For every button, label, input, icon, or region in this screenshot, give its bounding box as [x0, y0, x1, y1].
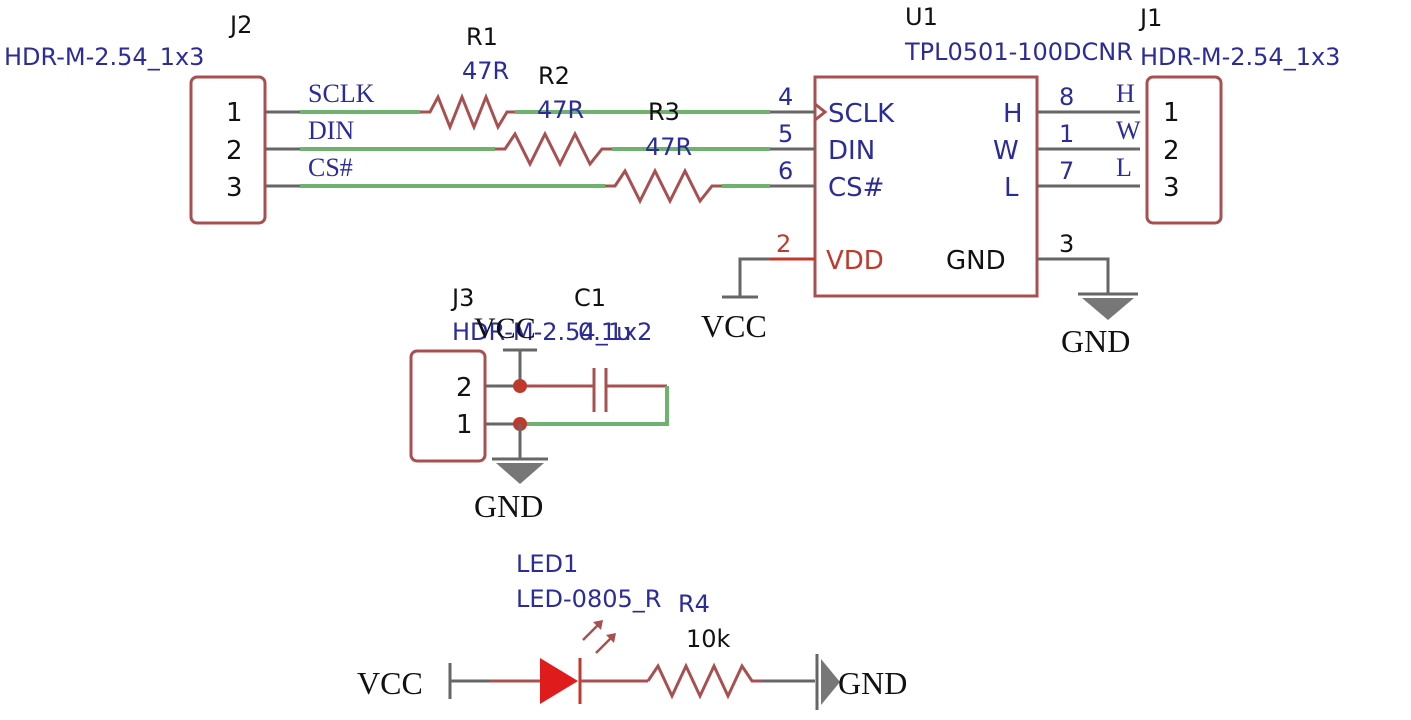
vcc-u1-wire — [738, 257, 770, 297]
j1-value: HDR-M-2.54_1x3 — [1140, 43, 1340, 71]
j3-ref: J3 — [450, 284, 474, 312]
vcc-led-label: VCC — [357, 665, 423, 701]
u1-pin-din-name: DIN — [828, 136, 875, 166]
u1-pin-2-num: 2 — [776, 230, 791, 258]
gnd-u1-triangle — [1082, 298, 1134, 320]
r1-value: 47R — [462, 57, 509, 85]
led1-value: LED-0805_R — [516, 585, 661, 613]
u1-pin-3-num: 3 — [1059, 230, 1074, 258]
u1-vdd-name: VDD — [826, 246, 884, 276]
j2-ref: J2 — [228, 11, 252, 39]
j1-body — [1145, 75, 1223, 225]
led1-ref: LED1 — [516, 550, 578, 578]
gnd-j3-triangle — [496, 463, 544, 484]
led-led1[interactable]: LED1 LED-0805_R — [516, 550, 661, 704]
net-label-sclk: SCLK — [308, 79, 375, 108]
u1-pin-7-num: 7 — [1059, 157, 1074, 185]
u1-pin-4-num: 4 — [778, 83, 793, 111]
j1-pin-2: 2 — [1163, 136, 1180, 166]
r2-ref: R2 — [538, 62, 570, 90]
net-label-w: W — [1116, 116, 1141, 145]
gnd-u1-label: GND — [1061, 323, 1130, 359]
resistor-r1[interactable]: R1 47R — [420, 23, 515, 132]
led1-arrow-head-2 — [606, 633, 616, 643]
j2-pin-2: 2 — [226, 136, 243, 166]
j1-pin-3: 3 — [1163, 173, 1180, 203]
j2-pin-3: 3 — [226, 173, 243, 203]
ic-u1[interactable]: U1 TPL0501-100DCNR 4 5 6 SCLK DIN CS# H … — [770, 3, 1140, 298]
vcc-j3-label: VCC — [474, 312, 536, 345]
j3-pin-2: 2 — [456, 373, 473, 403]
r2-symbol — [495, 130, 612, 168]
wire-c1-gnd[interactable] — [520, 386, 669, 426]
net-label-cs: CS# — [308, 153, 353, 182]
resistor-r3[interactable]: R3 47R — [605, 98, 722, 205]
u1-pin-sclk-name: SCLK — [828, 99, 895, 129]
vcc-symbol-u1: VCC — [701, 257, 770, 344]
led1-arrow-head-1 — [593, 620, 603, 630]
u1-pin-h-name: H — [1003, 99, 1023, 129]
u1-value: TPL0501-100DCNR — [904, 38, 1133, 66]
r3-value: 47R — [645, 133, 692, 161]
net-label-din: DIN — [308, 116, 354, 145]
j1-pin-1: 1 — [1163, 98, 1180, 128]
c1-value: 0.1u — [578, 318, 631, 346]
gnd-led-triangle — [821, 659, 840, 705]
junction-vcc — [513, 379, 527, 393]
capacitor-c1[interactable]: C1 0.1u — [520, 284, 667, 412]
connector-j3[interactable]: J3 HDR-M-2.54_1x2 2 1 — [409, 284, 652, 463]
r3-ref: R3 — [648, 98, 680, 126]
vcc-symbol-j3: VCC — [474, 312, 537, 386]
r3-symbol — [605, 167, 722, 205]
j3-value: HDR-M-2.54_1x2 — [452, 318, 652, 346]
net-label-l: L — [1116, 153, 1132, 182]
r1-ref: R1 — [466, 23, 498, 51]
u1-pin-1-num: 1 — [1059, 120, 1074, 148]
r4-value: 10k — [686, 625, 731, 653]
u1-pin-5-num: 5 — [778, 120, 793, 148]
u1-pin-w-name: W — [993, 136, 1019, 166]
u1-pin-6-num: 6 — [778, 157, 793, 185]
connector-j1[interactable]: J1 HDR-M-2.54_1x3 1 2 3 — [1138, 4, 1340, 225]
gnd-led-label: GND — [838, 665, 907, 701]
connector-j2[interactable]: J2 HDR-M-2.54_1x3 1 2 3 — [4, 11, 267, 225]
vcc-u1-label: VCC — [701, 308, 767, 344]
r1-symbol — [420, 92, 515, 132]
gnd-j3-label: GND — [474, 488, 543, 524]
net-label-h: H — [1116, 79, 1135, 108]
r4-ref: R4 — [678, 590, 710, 618]
r2-value: 47R — [537, 96, 584, 124]
j2-value: HDR-M-2.54_1x3 — [4, 43, 204, 71]
j3-body — [409, 349, 487, 463]
gnd-symbol-j3: GND — [474, 424, 548, 524]
vcc-symbol-led: VCC — [357, 663, 490, 701]
u1-pin-cs-name: CS# — [828, 173, 884, 203]
u1-pin-l-name: L — [1004, 173, 1019, 203]
u1-ref: U1 — [905, 3, 938, 31]
u1-pin-8-num: 8 — [1059, 83, 1074, 111]
j2-pin-1: 1 — [226, 98, 243, 128]
j1-ref: J1 — [1138, 4, 1162, 32]
gnd-u1-wire — [1037, 257, 1110, 294]
gnd-symbol-led: GND — [762, 654, 907, 710]
led1-triangle — [540, 658, 578, 704]
c1-ref: C1 — [574, 284, 606, 312]
resistor-r2[interactable]: R2 47R — [495, 62, 612, 168]
r4-symbol — [646, 662, 762, 700]
j3-pin-1: 1 — [456, 410, 473, 440]
u1-body — [813, 75, 1039, 298]
resistor-r4[interactable]: R4 10k — [646, 590, 762, 700]
u1-clock-marker — [814, 102, 828, 122]
gnd-symbol-u1: GND — [1037, 257, 1138, 359]
u1-gnd-name: GND — [946, 246, 1006, 276]
